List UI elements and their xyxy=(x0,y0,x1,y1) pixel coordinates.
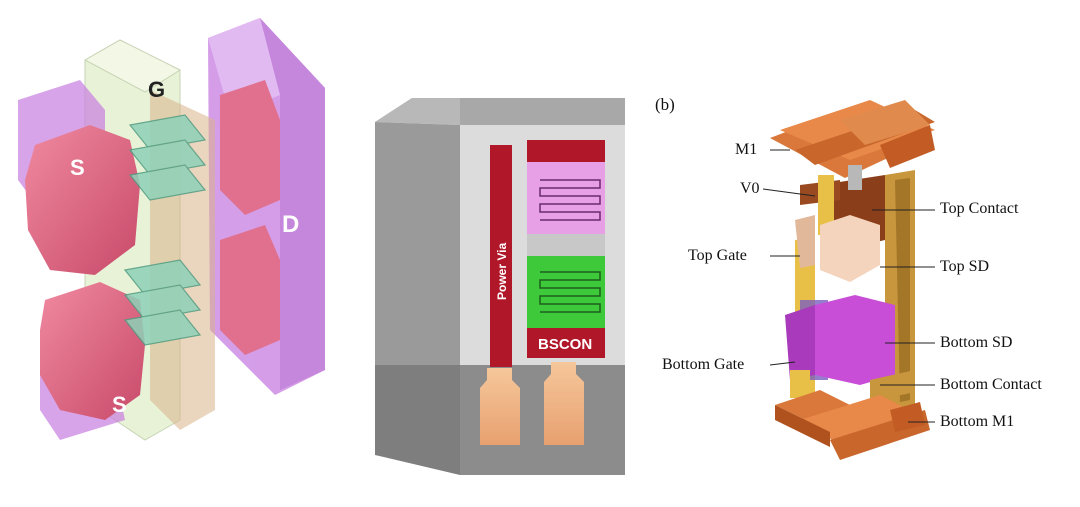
source-bottom-label: S xyxy=(112,392,127,417)
nanosheets-top xyxy=(128,114,207,201)
power-via-label: Power Via xyxy=(495,243,509,300)
bottom-sd-label: Bottom SD xyxy=(940,334,1013,351)
m1-label: M1 xyxy=(735,141,758,158)
panel-middle-cross-section: Power Via BSCON xyxy=(375,98,625,475)
leader-lines xyxy=(762,149,935,423)
panel-a-transistor: G S S D xyxy=(18,18,325,441)
bscon-label: BSCON xyxy=(538,336,592,353)
nanosheets-bottom xyxy=(123,259,202,346)
v0-via-top xyxy=(848,165,862,190)
drain-bottom-block xyxy=(220,225,280,355)
bottom-m1-rails xyxy=(775,390,930,460)
top-contact-bar xyxy=(527,140,605,162)
bottom-device xyxy=(527,256,605,328)
drain-label: D xyxy=(282,211,299,238)
top-sd xyxy=(820,215,880,282)
backside-contacts xyxy=(480,362,584,445)
panel-b-tag: (b) xyxy=(655,95,675,114)
gate-label: G xyxy=(148,77,165,102)
top-contact-label: Top Contact xyxy=(940,200,1019,217)
v0-via xyxy=(818,175,834,235)
top-device-channels xyxy=(539,179,601,221)
source-bottom-block xyxy=(40,282,145,420)
bottom-device-channels xyxy=(539,271,601,313)
bottom-gate xyxy=(790,370,810,398)
power-via xyxy=(490,145,512,367)
top-device xyxy=(527,162,605,234)
source-top-label: S xyxy=(70,155,85,180)
bottom-m1-label: Bottom M1 xyxy=(940,413,1015,430)
bottom-contact xyxy=(870,370,915,402)
m1-rails xyxy=(770,100,935,178)
top-gate-label: Top Gate xyxy=(688,247,747,264)
panel-b-cfet xyxy=(762,100,935,460)
drain-top-block xyxy=(220,80,280,215)
source-top-block xyxy=(25,125,140,275)
top-sd-label: Top SD xyxy=(940,258,990,275)
v0-label: V0 xyxy=(740,180,760,197)
bottom-sd xyxy=(815,295,895,385)
bottom-contact-label: Bottom Contact xyxy=(940,376,1042,393)
bscon-bar xyxy=(527,328,605,358)
bottom-gate-label: Bottom Gate xyxy=(662,356,745,373)
